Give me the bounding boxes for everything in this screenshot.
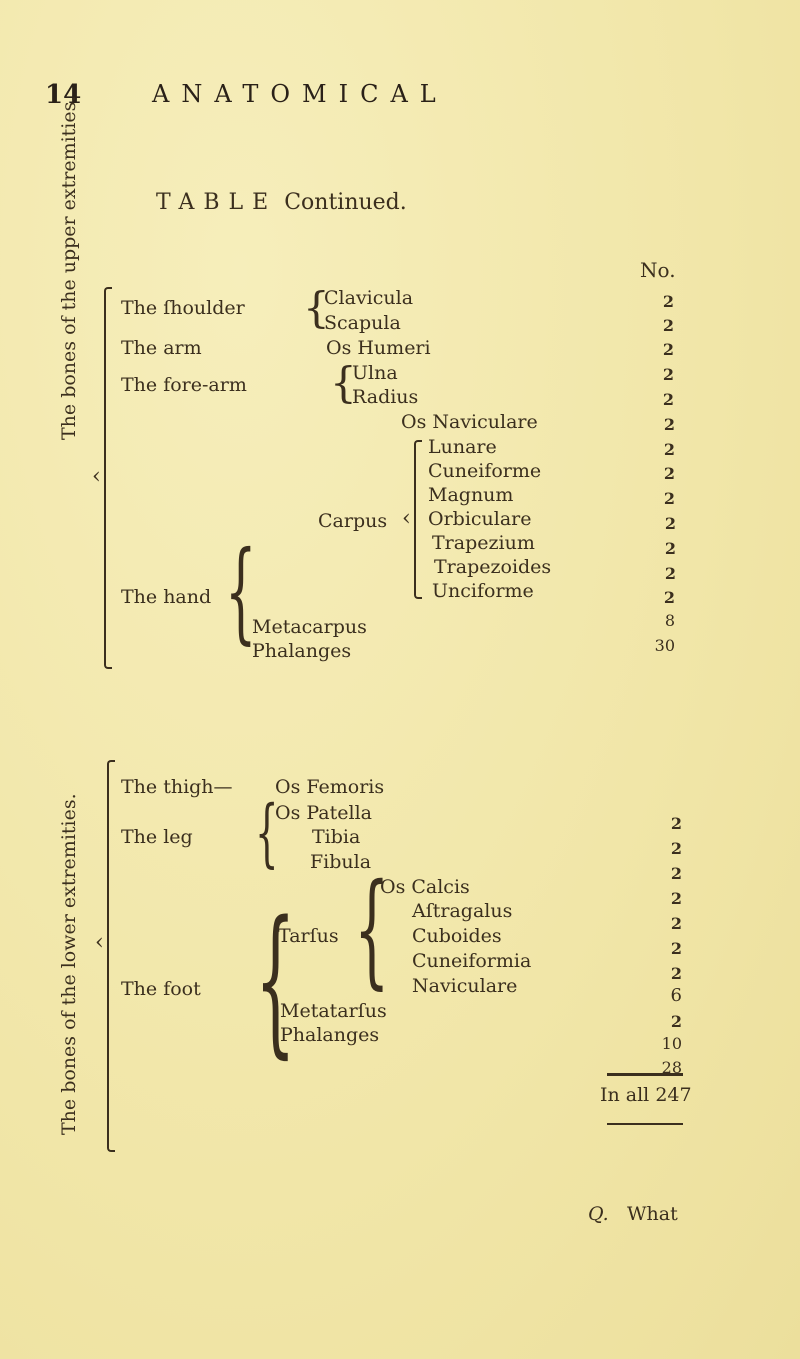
part-forearm: The fore-arm <box>121 374 247 396</box>
count: 2 <box>670 939 682 958</box>
count: 8 <box>664 611 675 630</box>
bone-clavicula: Clavicula <box>324 287 414 309</box>
bone-radius: Radius <box>352 386 419 408</box>
count: 2 <box>663 588 675 607</box>
bone-ulna: Ulna <box>352 362 398 384</box>
total-value: 247 <box>655 1084 692 1106</box>
carpus-bracket-tip: ‹ <box>402 506 411 531</box>
count: 2 <box>662 316 674 335</box>
carpus-bracket <box>414 440 422 599</box>
count: 10 <box>661 1034 682 1053</box>
count: 2 <box>662 292 674 311</box>
part-carpus: Carpus <box>318 510 388 532</box>
count: 2 <box>662 365 674 384</box>
bone-os-humeri: Os Humeri <box>326 337 431 359</box>
bone-phalanges-hand: Phalanges <box>252 640 352 662</box>
bone-tibia: Tibia <box>312 826 361 848</box>
upper-group-bracket <box>104 287 112 669</box>
bone-magnum: Magnum <box>428 484 514 506</box>
count: 2 <box>663 415 675 434</box>
count: 2 <box>670 839 682 858</box>
tarsus-brace: { <box>354 858 390 1002</box>
bone-trapezium: Trapezium <box>432 532 535 554</box>
part-tarsus: Tarſus <box>278 925 339 947</box>
part-leg: The leg <box>121 826 193 848</box>
bone-lunare: Lunare <box>428 436 497 458</box>
count: 2 <box>662 340 674 359</box>
bone-os-calcis: Os Calcis <box>380 876 470 898</box>
total-rule-top <box>607 1073 683 1076</box>
table-title-word: TABLE <box>156 190 278 215</box>
bone-cuneiformia: Cuneiformia <box>412 950 532 972</box>
part-hand: The hand <box>121 586 212 608</box>
count: 28 <box>661 1058 682 1077</box>
part-shoulder: The ſhoulder <box>121 297 245 319</box>
count: 2 <box>670 914 682 933</box>
catchword: What <box>627 1203 678 1225</box>
bone-cuboides: Cuboides <box>412 925 502 947</box>
table-title: TABLE Continued. <box>156 190 407 215</box>
count: 2 <box>664 539 676 558</box>
bone-os-naviculare: Os Naviculare <box>401 411 538 433</box>
bone-os-patella: Os Patella <box>275 802 372 824</box>
foot-brace: { <box>255 886 296 1073</box>
count: 2 <box>670 964 682 983</box>
count: 2 <box>670 889 682 908</box>
count-column-header: No. <box>640 258 676 282</box>
bone-astragalus: Aſtragalus <box>412 900 513 922</box>
upper-group-label: The bones of the upper extremities. <box>58 95 80 440</box>
count: 2 <box>663 489 675 508</box>
total-rule-bottom <box>607 1123 683 1125</box>
part-foot: The foot <box>121 978 201 1000</box>
table-subtitle: Continued. <box>284 190 407 215</box>
hand-brace: { <box>225 527 257 655</box>
lower-bracket-tip: ‹ <box>95 930 104 955</box>
total-line: In all 247 <box>600 1084 692 1106</box>
count: 2 <box>670 864 682 883</box>
bone-unciforme: Unciforme <box>432 580 534 602</box>
part-arm: The arm <box>121 337 202 359</box>
bone-phalanges-foot: Phalanges <box>280 1024 380 1046</box>
lower-group-bracket <box>107 760 115 1152</box>
page-number: 14 <box>45 80 82 110</box>
bone-trapezoides: Trapezoides <box>434 556 552 578</box>
count: 2 <box>663 464 675 483</box>
lower-group-label: The bones of the lower extremities. <box>58 793 80 1135</box>
count: 6 <box>670 985 682 1006</box>
bone-metatarsus: Metatarſus <box>280 1000 387 1022</box>
bone-os-femoris: Os Femoris <box>275 776 385 798</box>
bone-naviculare: Naviculare <box>412 975 518 997</box>
running-head: ANATOMICAL <box>152 80 448 108</box>
count: 2 <box>662 390 674 409</box>
bone-scapula: Scapula <box>324 312 401 334</box>
leg-brace: { <box>255 790 279 876</box>
bone-fibula: Fibula <box>310 851 372 873</box>
count: 2 <box>664 564 676 583</box>
count: 2 <box>670 814 682 833</box>
bone-cuneiforme: Cuneiforme <box>428 460 542 482</box>
part-thigh: The thigh— <box>121 776 233 798</box>
total-label: In all <box>600 1084 650 1106</box>
count: 2 <box>670 1012 682 1031</box>
count: 2 <box>664 514 676 533</box>
count: 2 <box>663 440 675 459</box>
bone-orbiculare: Orbiculare <box>428 508 532 530</box>
signature-mark: Q. <box>588 1203 609 1225</box>
forearm-brace: { <box>330 358 357 407</box>
count: 30 <box>654 636 675 655</box>
shoulder-brace: { <box>303 283 330 332</box>
upper-bracket-tip: ‹ <box>92 464 101 489</box>
bone-metacarpus: Metacarpus <box>252 616 367 638</box>
